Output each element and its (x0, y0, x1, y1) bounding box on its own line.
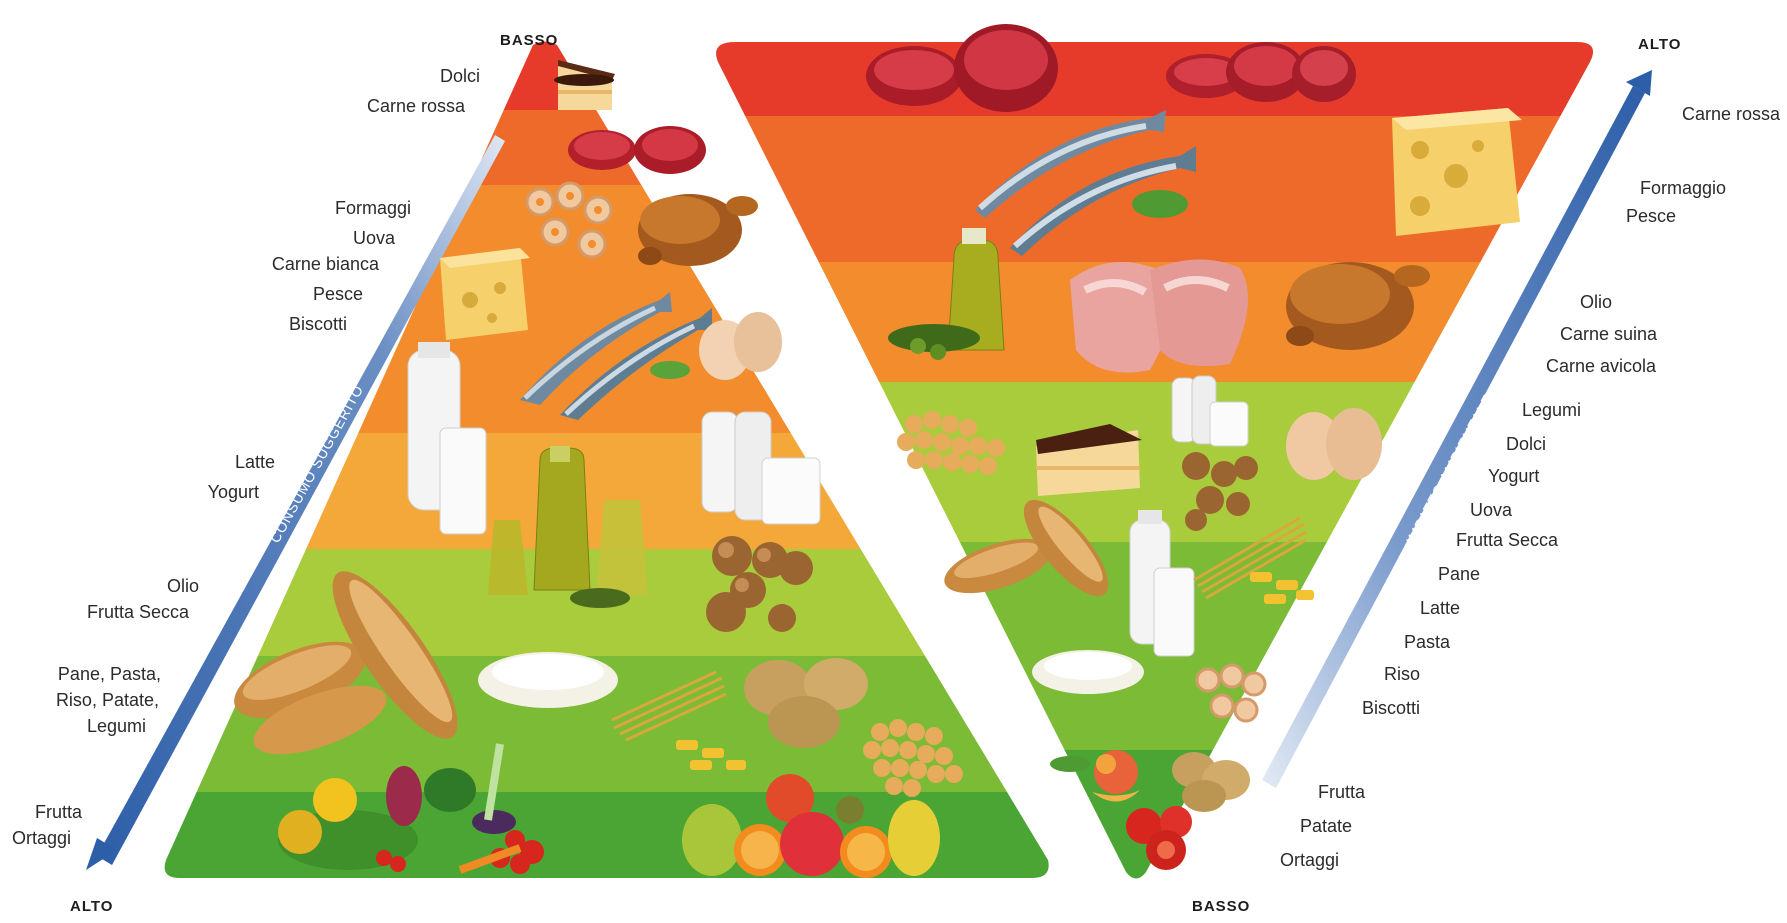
left-label: Frutta (35, 802, 82, 822)
right-label: Dolci (1506, 434, 1546, 454)
left-label: Ortaggi (12, 828, 71, 848)
right-label: Frutta Secca (1456, 530, 1558, 550)
left-label: Legumi (87, 716, 146, 736)
left-label: Dolci (440, 66, 480, 86)
right-label: Riso (1384, 664, 1420, 684)
cake-icon (554, 60, 615, 110)
left-bottom-end: ALTO (70, 898, 113, 915)
right-label: Uova (1470, 500, 1512, 520)
right-label: Carne rossa (1682, 104, 1780, 124)
cheese-icon (1392, 108, 1522, 236)
left-label: Pesce (313, 284, 363, 304)
right-label: Carne suina (1560, 324, 1657, 344)
left-label: Carne bianca (272, 254, 379, 274)
right-label: Olio (1580, 292, 1612, 312)
right-label: Yogurt (1488, 466, 1539, 486)
right-label: Legumi (1522, 400, 1581, 420)
chicken-icon (638, 194, 758, 266)
left-label: Uova (353, 228, 395, 248)
rice-icon (1032, 650, 1144, 694)
impatto-axis-title: IMPATTO AMBIENTALE (1403, 391, 1497, 547)
meat-icon (568, 126, 706, 174)
right-label: Frutta (1318, 782, 1365, 802)
left-label: Formaggi (335, 198, 411, 218)
right-label: Pane (1438, 564, 1480, 584)
right-label: Pasta (1404, 632, 1450, 652)
left-label: Pane, Pasta, (58, 664, 161, 684)
left-label: Biscotti (289, 314, 347, 334)
right-label: Formaggio (1640, 178, 1726, 198)
right-label: Carne avicola (1546, 356, 1656, 376)
right-label: Latte (1420, 598, 1460, 618)
cheese-icon (440, 248, 530, 340)
right-label: Biscotti (1362, 698, 1420, 718)
left-label: Riso, Patate, (56, 690, 159, 710)
right-bottom-end: BASSO (1192, 898, 1250, 915)
right-band-1 (700, 30, 1620, 116)
left-top-end: BASSO (500, 32, 558, 49)
right-label: Patate (1300, 816, 1352, 836)
rice-icon (478, 652, 618, 708)
left-label: Latte (235, 452, 275, 472)
right-label: Pesce (1626, 206, 1676, 226)
right-label: Ortaggi (1280, 850, 1339, 870)
right-top-end: ALTO (1638, 36, 1681, 53)
left-label: Frutta Secca (87, 602, 189, 622)
yogurt-icon (702, 412, 820, 524)
left-label: Carne rossa (367, 96, 465, 116)
left-label: Yogurt (208, 482, 259, 502)
left-label: Olio (167, 576, 199, 596)
